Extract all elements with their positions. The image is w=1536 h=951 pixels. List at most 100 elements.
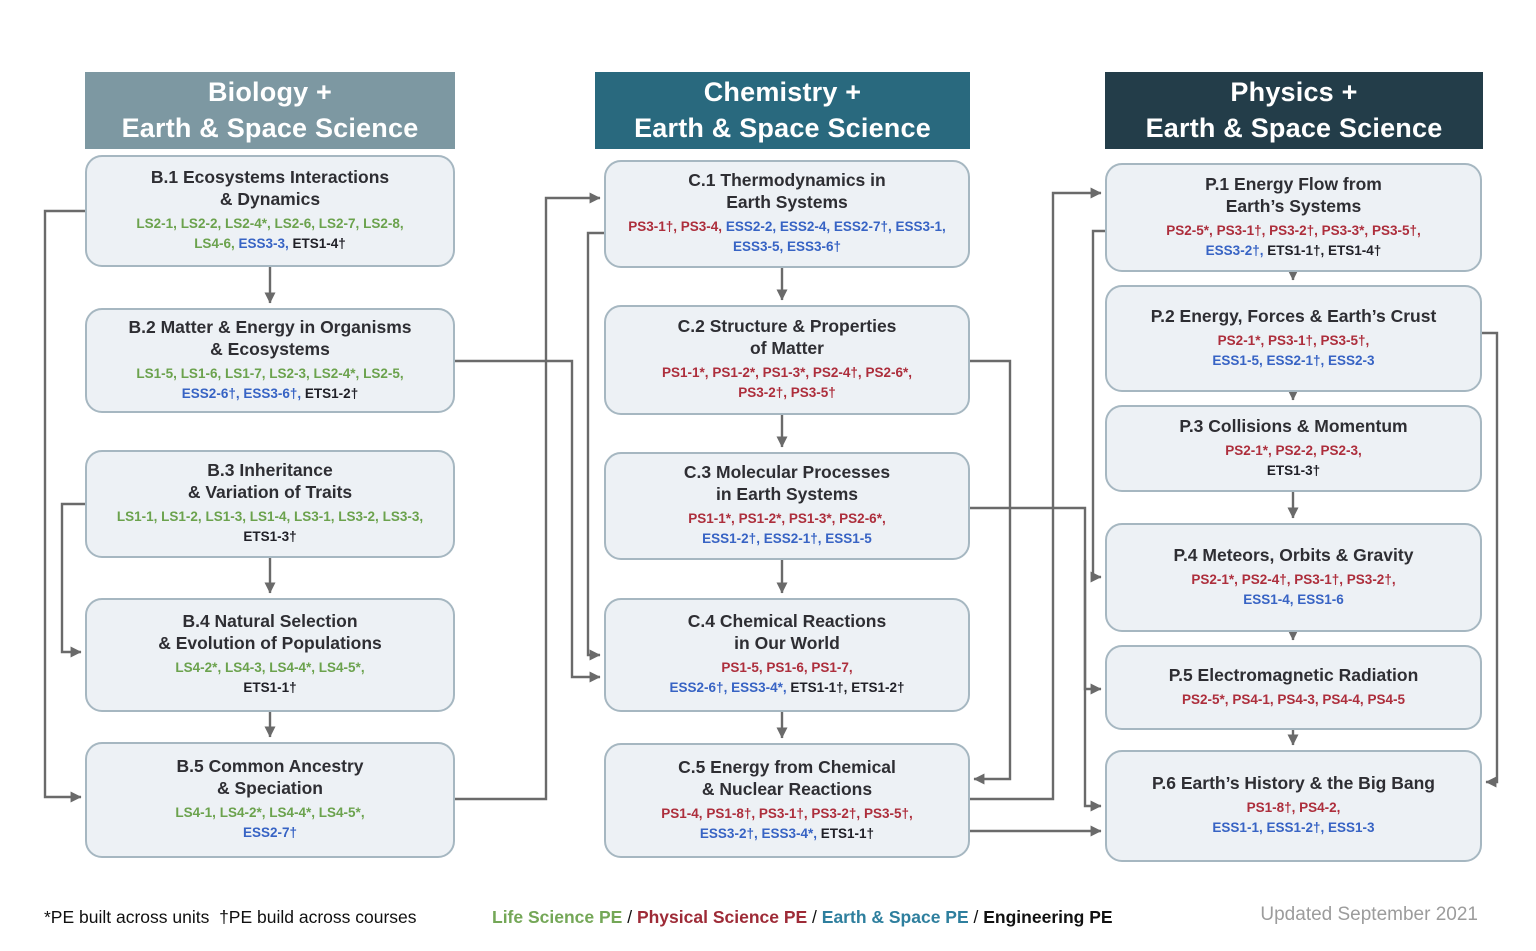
unit-title: B.1 Ecosystems Interactions& Dynamics	[151, 167, 389, 211]
unit-title-line: of Matter	[750, 338, 824, 359]
standard-code: LS4-4*,	[269, 660, 316, 676]
legend-life-science-pe: Life Science PE	[492, 907, 623, 927]
unit-codes: PS2-1*, PS2-4†, PS3-1†, PS3-2†,ESS1-4, E…	[1191, 570, 1395, 611]
unit-title-line: C.3 Molecular Processes	[683, 462, 891, 483]
standard-code: ETS1-3†	[1266, 462, 1321, 478]
standard-code: PS1-3*,	[762, 365, 810, 381]
standard-code: PS2-1*,	[1217, 332, 1265, 348]
unit-title-line: P.5 Electromagnetic Radiation	[1168, 664, 1419, 685]
standard-code: LS4-4*,	[269, 805, 316, 821]
code-line: PS2-5*, PS3-1†, PS3-2†, PS3-3*, PS3-5†,	[1166, 221, 1420, 241]
code-line: ESS1-5, ESS2-1†, ESS2-3	[1212, 351, 1374, 371]
unit-title-line: P.3 Collisions & Momentum	[1179, 415, 1408, 436]
unit-codes: LS1-5, LS1-6, LS1-7, LS2-3, LS2-4*, LS2-…	[136, 364, 403, 405]
standard-code: LS2-2,	[180, 216, 222, 232]
standard-code: PS1-5,	[721, 660, 763, 676]
code-line: ETS1-3†	[117, 527, 423, 547]
standard-code: PS3-2†,	[1346, 571, 1396, 587]
standard-code: LS2-4*,	[313, 365, 360, 381]
standard-code: LS4-6,	[194, 236, 235, 252]
standard-code: PS3-2†,	[1269, 222, 1318, 238]
unit-title: P.5 Electromagnetic Radiation	[1169, 665, 1419, 687]
standard-code: ESS2-3	[1328, 352, 1375, 368]
code-line: PS2-1*, PS2-2, PS2-3,	[1225, 441, 1362, 461]
standard-code: PS3-4,	[680, 219, 723, 235]
edge-B3-B4	[60, 502, 85, 658]
standard-code: ESS3-2†,	[1205, 242, 1264, 258]
code-line: LS1-1, LS1-2, LS1-3, LS1-4, LS3-1, LS3-2…	[117, 507, 423, 527]
unit-title: P.3 Collisions & Momentum	[1179, 416, 1407, 438]
column-header-chemistry: Chemistry +Earth & Space Science	[595, 72, 970, 149]
standard-code: ESS3-1,	[895, 219, 946, 235]
standard-code: PS2-2,	[1275, 442, 1317, 458]
standard-code: ESS3-5,	[732, 239, 784, 255]
standard-code: PS3-1†,	[1216, 222, 1266, 238]
standard-code: PS3-5†	[790, 385, 836, 401]
unit-codes: LS4-2*, LS4-3, LS4-4*, LS4-5*,ETS1-1†	[175, 658, 364, 699]
standard-code: LS1-2,	[161, 509, 202, 525]
standard-code: LS2-3,	[269, 365, 310, 381]
standard-code: ESS2-7†	[242, 825, 298, 841]
standard-code: LS4-5*,	[318, 805, 365, 821]
standard-code: LS4-5*,	[318, 660, 365, 676]
standard-code: ESS3-6†,	[243, 385, 302, 401]
unit-title-line: C.5 Energy from Chemical	[678, 756, 896, 777]
standard-code: ETS1-4†	[292, 236, 346, 252]
code-line: LS1-5, LS1-6, LS1-7, LS2-3, LS2-4*, LS2-…	[136, 364, 403, 384]
standard-code: ESS3-4*,	[761, 825, 818, 841]
unit-title: B.3 Inheritance& Variation of Traits	[188, 460, 352, 504]
standard-code: ESS1-6	[1297, 591, 1344, 607]
standard-code: LS3-1,	[294, 509, 335, 525]
standard-code: PS4-5	[1367, 691, 1405, 707]
standard-code: PS2-6*,	[865, 365, 912, 381]
standard-code: LS2-1,	[136, 216, 177, 232]
unit-title: P.2 Energy, Forces & Earth’s Crust	[1151, 306, 1437, 328]
standard-code: LS2-6,	[274, 216, 316, 232]
unit-box-B2: B.2 Matter & Energy in Organisms& Ecosys…	[85, 308, 455, 413]
unit-box-C5: C.5 Energy from Chemical& Nuclear Reacti…	[604, 743, 970, 858]
standard-code: PS3-3*,	[1321, 222, 1369, 238]
standard-code: ESS1-2†,	[1266, 820, 1325, 836]
edge-C3-P6	[1083, 560, 1102, 812]
standard-code: LS4-2*,	[175, 660, 222, 676]
standard-code: PS3-2†,	[811, 805, 861, 821]
edge-B2-C4	[455, 359, 601, 683]
standard-code: PS3-1†,	[1294, 571, 1344, 587]
unit-codes: LS1-1, LS1-2, LS1-3, LS1-4, LS3-1, LS3-2…	[117, 507, 423, 548]
unit-codes: PS1-4, PS1-8†, PS3-1†, PS3-2†, PS3-5†,ES…	[661, 804, 912, 845]
standard-code: ESS1-5	[825, 531, 872, 547]
standard-code: ETS1-2†	[304, 385, 359, 401]
column-header-line: Chemistry +	[703, 76, 862, 107]
code-line: ESS1-2†, ESS2-1†, ESS1-5	[688, 529, 885, 549]
code-line: PS2-5*, PS4-1, PS4-3, PS4-4, PS4-5	[1182, 690, 1405, 710]
code-line: LS4-2*, LS4-3, LS4-4*, LS4-5*,	[175, 658, 364, 678]
standard-code: PS3-5†,	[863, 805, 913, 821]
standard-code: PS1-8†,	[1246, 800, 1296, 816]
standard-code: PS1-2*,	[712, 365, 759, 381]
legend-engineering-pe: Engineering PE	[983, 907, 1113, 927]
standard-code: PS1-6,	[766, 660, 808, 676]
code-line: PS2-1*, PS3-1†, PS3-5†,	[1212, 331, 1374, 351]
standard-code: PS3-1†,	[1267, 332, 1317, 348]
unit-title-line: C.2 Structure & Properties	[677, 316, 897, 337]
unit-title-line: & Evolution of Populations	[158, 633, 382, 654]
code-line: PS1-8†, PS4-2,	[1212, 798, 1374, 818]
standard-code: ETS1-1†,	[790, 680, 848, 696]
unit-codes: PS2-5*, PS3-1†, PS3-2†, PS3-3*, PS3-5†,E…	[1166, 221, 1420, 262]
code-line: ESS3-2†, ETS1-1†, ETS1-4†	[1166, 241, 1420, 261]
standard-code: LS2-8,	[363, 216, 404, 232]
standard-code: ESS3-2†,	[699, 825, 758, 841]
code-line: PS1-4, PS1-8†, PS3-1†, PS3-2†, PS3-5†,	[661, 804, 912, 824]
column-header-line: Physics +	[1230, 76, 1358, 107]
code-line: PS1-1*, PS1-2*, PS1-3*, PS2-6*,	[688, 509, 885, 529]
standard-code: ESS2-4,	[779, 219, 831, 235]
